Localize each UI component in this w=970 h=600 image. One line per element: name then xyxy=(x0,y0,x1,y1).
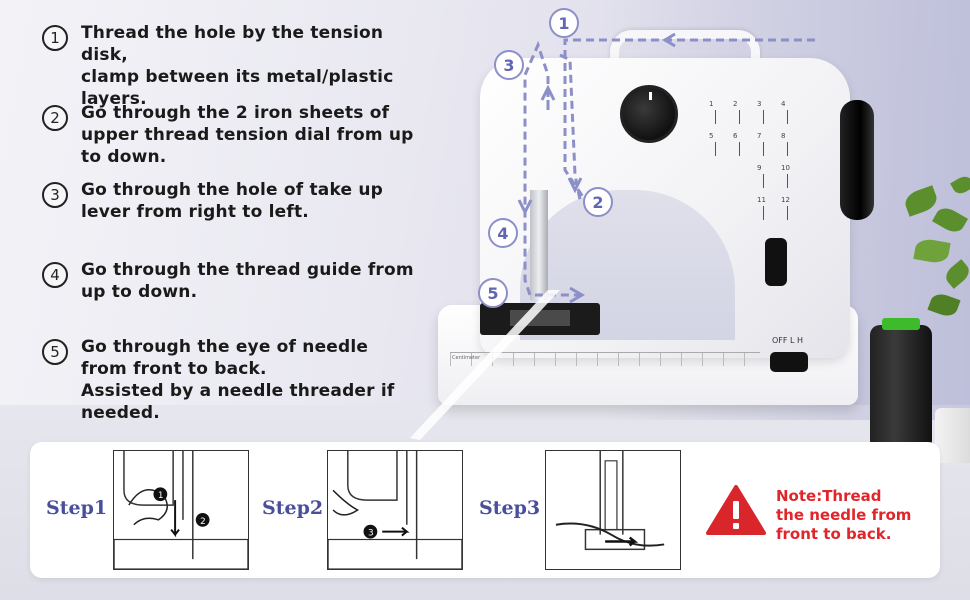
instruction-text: Thread the hole by the tension disk, cla… xyxy=(81,23,394,109)
pattern-number: 12 xyxy=(781,196,790,204)
path-badge-3: 3 xyxy=(494,50,524,80)
step-1-badge-1: 1 xyxy=(158,491,164,501)
handwheel[interactable] xyxy=(840,100,874,220)
speed-switch-label: OFF L H xyxy=(772,336,804,345)
pattern-number: 9 xyxy=(757,164,762,172)
step-3-illustration xyxy=(545,450,681,570)
pattern-number: 2 xyxy=(733,100,738,108)
spool-cap xyxy=(882,318,920,330)
instruction-text: Go through the hole of take up lever fro… xyxy=(81,180,384,222)
step-2-label: Step2 xyxy=(262,497,324,519)
instruction-number: 5 xyxy=(42,339,68,365)
warning-triangle-icon xyxy=(706,485,766,535)
ruler xyxy=(450,352,760,366)
pattern-number: 11 xyxy=(757,196,766,204)
instruction-1: 1 Thread the hole by the tension disk, c… xyxy=(42,22,422,110)
step-1-label: Step1 xyxy=(46,497,108,519)
instruction-number: 1 xyxy=(42,25,68,51)
pattern-number: 10 xyxy=(781,164,790,172)
step-3-label: Step3 xyxy=(479,497,541,519)
white-thread-spool xyxy=(935,408,970,463)
instruction-number: 4 xyxy=(42,262,68,288)
pattern-number: 5 xyxy=(709,132,714,140)
instruction-text: Go through the thread guide from up to d… xyxy=(81,260,414,302)
instruction-3: 3 Go through the hole of take up lever f… xyxy=(42,179,383,223)
instruction-5: 5 Go through the eye of needle from fron… xyxy=(42,336,395,424)
step-1-badge-2: 2 xyxy=(200,517,206,527)
stitch-selector-dial[interactable] xyxy=(620,85,678,143)
pattern-number: 8 xyxy=(781,132,786,140)
path-badge-5: 5 xyxy=(478,278,508,308)
pattern-number: 1 xyxy=(709,100,714,108)
reverse-lever[interactable] xyxy=(765,238,787,286)
instruction-number: 2 xyxy=(42,105,68,131)
pattern-number: 4 xyxy=(781,100,786,108)
pattern-number: 7 xyxy=(757,132,762,140)
instruction-2: 2 Go through the 2 iron sheets of upper … xyxy=(42,102,414,168)
path-badge-2: 2 xyxy=(583,187,613,217)
stitch-pattern-chart: 1 2 3 4 5 6 7 8 9 10 11 12 xyxy=(705,100,815,220)
needle-plate xyxy=(480,303,600,335)
instruction-4: 4 Go through the thread guide from up to… xyxy=(42,259,414,303)
pattern-number: 6 xyxy=(733,132,738,140)
instruction-text: Go through the 2 iron sheets of upper th… xyxy=(81,103,414,167)
ruler-label: Centimeter xyxy=(452,355,481,361)
speed-switch[interactable] xyxy=(770,352,808,372)
instruction-number: 3 xyxy=(42,182,68,208)
path-badge-1: 1 xyxy=(549,8,579,38)
needle-bar xyxy=(530,190,548,300)
pattern-number: 3 xyxy=(757,100,762,108)
black-thread-spool xyxy=(870,325,932,445)
note-text: Note:Thread the needle from front to bac… xyxy=(776,487,912,543)
step-2-badge-3: 3 xyxy=(368,529,374,539)
instruction-text: Go through the eye of needle from front … xyxy=(81,337,395,423)
step-2-illustration: 3 xyxy=(327,450,463,570)
step-1-illustration: 1 2 xyxy=(113,450,249,570)
path-badge-4: 4 xyxy=(488,218,518,248)
